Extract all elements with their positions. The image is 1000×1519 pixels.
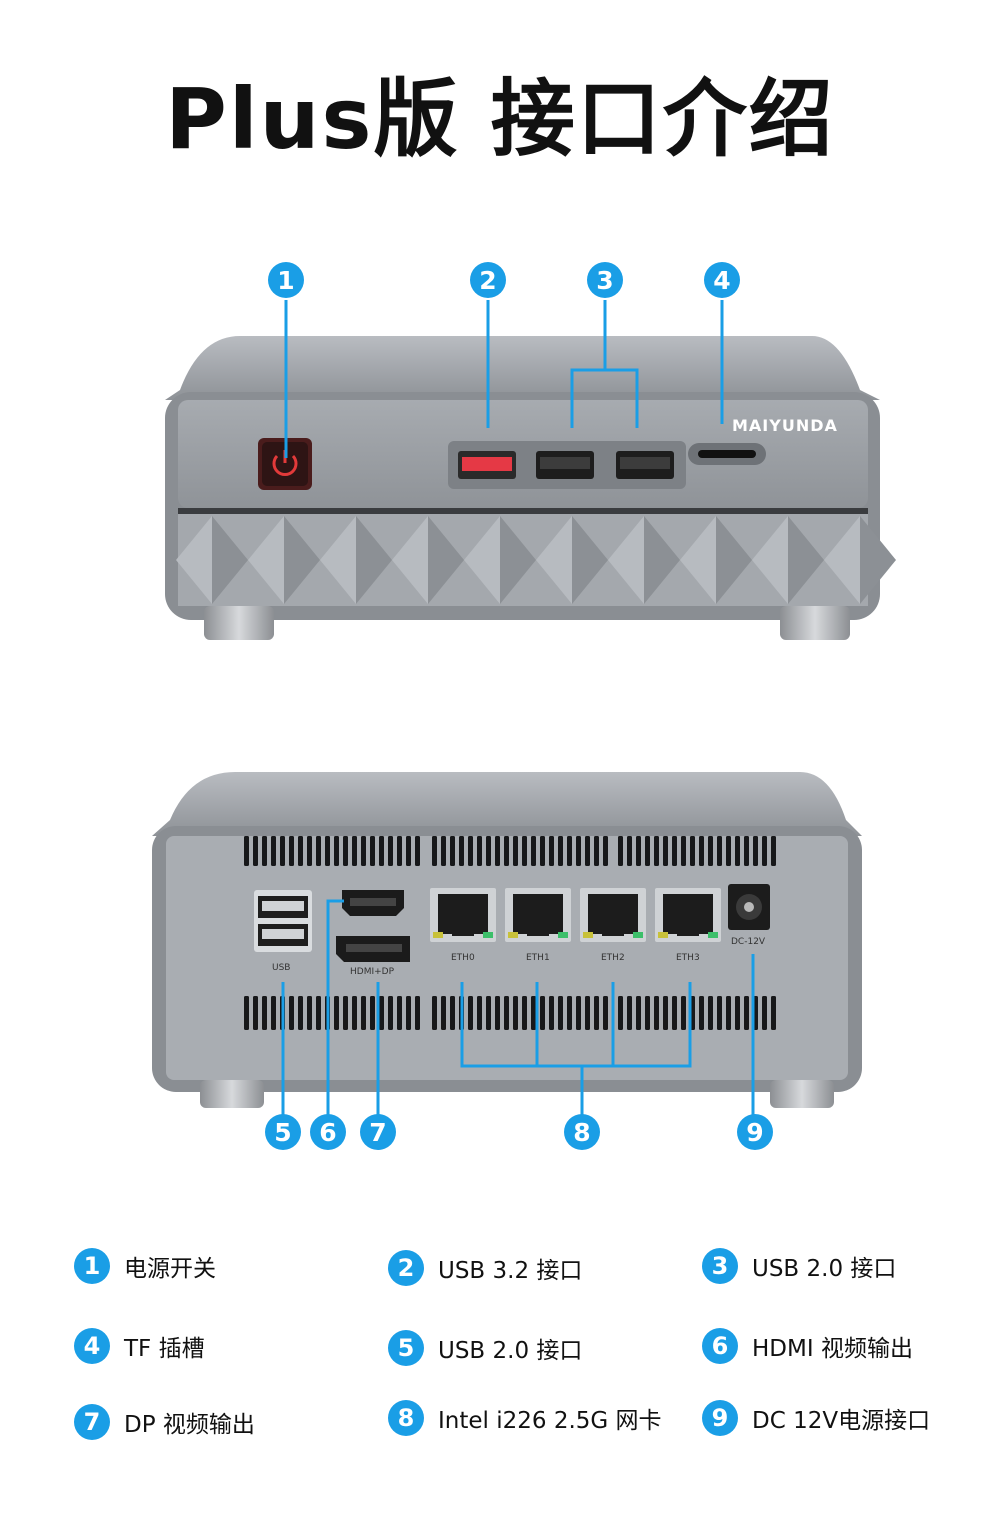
eth0-port[interactable] <box>430 888 496 942</box>
usb-stack[interactable] <box>254 890 312 952</box>
legend-number: 7 <box>74 1404 110 1440</box>
legend-item-2: 2 USB 3.2 接口 <box>388 1250 582 1286</box>
rear-panel <box>166 836 848 1080</box>
callout-1: 1 <box>268 262 304 298</box>
legend-label: USB 3.2 接口 <box>438 1258 583 1284</box>
legend-label: USB 2.0 接口 <box>438 1338 583 1364</box>
callout-7: 7 <box>360 1114 396 1150</box>
legend-label: TF 插槽 <box>124 1336 205 1362</box>
eth3-label: ETH3 <box>676 953 700 963</box>
hdmi-dp-label: HDMI+DP <box>350 967 395 977</box>
legend-item-7: 7 DP 视频输出 <box>74 1404 255 1440</box>
callout-5: 5 <box>265 1114 301 1150</box>
legend-label: 电源开关 <box>124 1256 216 1282</box>
legend-item-6: 6 HDMI 视频输出 <box>702 1328 913 1364</box>
power-icon <box>272 454 298 476</box>
tf-card-slot[interactable] <box>688 443 766 465</box>
usb-label: USB <box>272 963 290 973</box>
dc-label: DC-12V <box>731 937 766 947</box>
legend-label: USB 2.0 接口 <box>752 1256 897 1282</box>
legend-item-3: 3 USB 2.0 接口 <box>702 1248 896 1284</box>
legend-label: HDMI 视频输出 <box>752 1336 913 1362</box>
diamond-panel <box>176 514 896 606</box>
hdmi-port[interactable] <box>342 890 404 916</box>
dc-power-jack[interactable] <box>728 884 770 930</box>
power-button[interactable] <box>258 438 312 490</box>
legend-number: 1 <box>74 1248 110 1284</box>
legend-label: DC 12V电源接口 <box>752 1408 931 1434</box>
legend-number: 5 <box>388 1330 424 1366</box>
port-legend: 1 电源开关 2 USB 3.2 接口 3 USB 2.0 接口 4 TF 插槽… <box>0 1230 1000 1460</box>
legend-label: Intel i226 2.5G 网卡 <box>438 1408 662 1434</box>
callout-4: 4 <box>704 262 740 298</box>
eth2-port[interactable] <box>580 888 646 942</box>
front-callout-lines <box>284 300 724 458</box>
legend-item-1: 1 电源开关 <box>74 1248 216 1284</box>
legend-item-9: 9 DC 12V电源接口 <box>702 1400 930 1436</box>
legend-number: 9 <box>702 1400 738 1436</box>
usb32-port[interactable] <box>458 451 516 479</box>
legend-number: 3 <box>702 1248 738 1284</box>
legend-item-8: 8 Intel i226 2.5G 网卡 <box>388 1400 662 1436</box>
callout-6: 6 <box>310 1114 346 1150</box>
brand-label: MAIYUNDA <box>732 416 838 435</box>
eth3-port[interactable] <box>655 888 721 942</box>
legend-number: 4 <box>74 1328 110 1364</box>
page-title: Plus版 接口介绍 <box>165 70 835 168</box>
legend-number: 8 <box>388 1400 424 1436</box>
callout-9: 9 <box>737 1114 773 1150</box>
vent-top <box>244 836 776 866</box>
eth1-label: ETH1 <box>526 953 550 963</box>
back-view: USB HDMI+DP ETH0 ETH1 ETH2 ETH3 <box>152 772 862 1120</box>
back-callout-lines <box>281 899 755 1120</box>
front-foot-right <box>780 606 850 640</box>
legend-item-4: 4 TF 插槽 <box>74 1328 205 1364</box>
usb20-port-1[interactable] <box>536 451 594 479</box>
legend-number: 2 <box>388 1250 424 1286</box>
eth2-label: ETH2 <box>601 953 625 963</box>
chassis-top <box>165 336 880 400</box>
front-view: MAIYUNDA <box>165 300 896 640</box>
dp-port[interactable] <box>336 936 410 962</box>
callout-3: 3 <box>587 262 623 298</box>
legend-number: 6 <box>702 1328 738 1364</box>
legend-item-5: 5 USB 2.0 接口 <box>388 1330 582 1366</box>
usb20-port-2[interactable] <box>616 451 674 479</box>
eth1-port[interactable] <box>505 888 571 942</box>
chassis-top-back <box>152 772 862 836</box>
callout-2: 2 <box>470 262 506 298</box>
eth0-label: ETH0 <box>451 953 475 963</box>
front-foot-left <box>204 606 274 640</box>
callout-8: 8 <box>564 1114 600 1150</box>
legend-label: DP 视频输出 <box>124 1412 255 1438</box>
